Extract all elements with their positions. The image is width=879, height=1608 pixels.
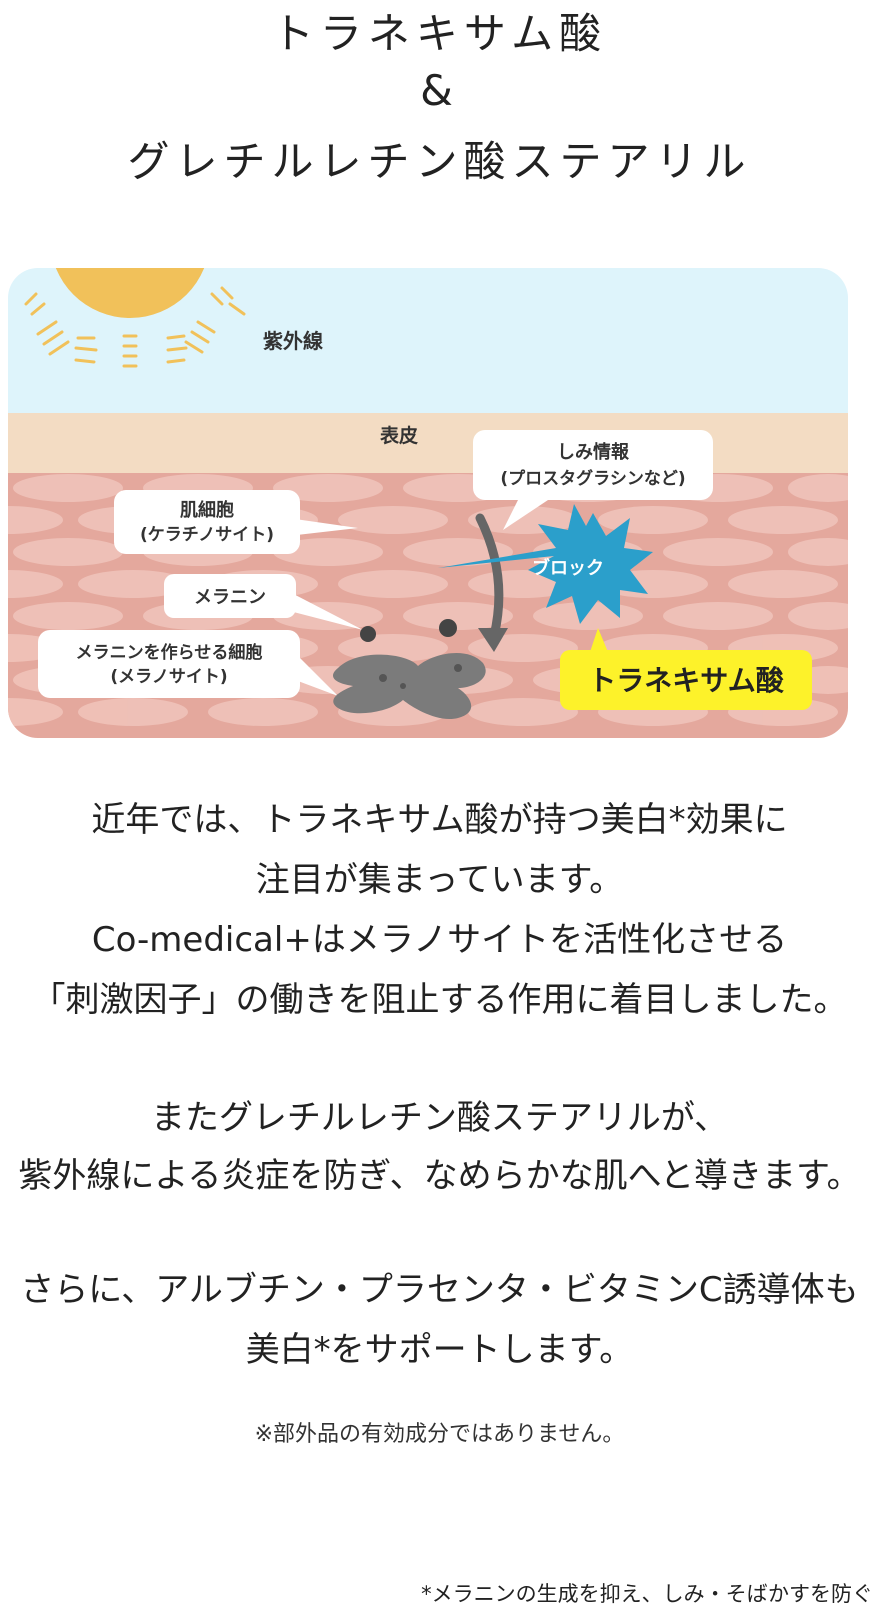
paragraph-1-line-1: 近年では、トラネキサム酸が持つ美白*効果に <box>91 800 788 840</box>
melanocyte-label: メラニンを作らせる細胞 <box>76 642 263 663</box>
epidermis-label: 表皮 <box>380 424 418 447</box>
sun-rays <box>24 286 246 368</box>
highlight-pointer <box>590 628 608 652</box>
melanin-callout: メラニン <box>164 574 363 630</box>
melanocyte-sublabel: (メラノサイト) <box>110 667 227 687</box>
keratinocyte-label: 肌細胞 <box>180 499 234 521</box>
mechanism-illustration: 紫外線 表皮 肌細胞 (ケラチノサイト) メラニン メラニンを作らせる細胞 (メ… <box>8 268 848 738</box>
tranexamic-label: トラネキサム酸 <box>588 664 784 697</box>
melanocyte-dot <box>379 674 387 682</box>
paragraph-2-line-2: 紫外線による炎症を防ぎ、なめらかな肌へと導きます。 <box>18 1156 861 1196</box>
quasi-drug-note: ※部外品の有効成分ではありません。 <box>254 1422 625 1447</box>
sun-icon <box>55 268 205 318</box>
melanocyte-callout: メラニンを作らせる細胞 (メラノサイト) <box>38 630 338 698</box>
keratinocyte-callout: 肌細胞 (ケラチノサイト) <box>114 490 358 554</box>
melanocyte-dot <box>400 683 406 689</box>
arrow-head-icon <box>478 628 508 652</box>
keratinocyte-sublabel: (ケラチノサイト) <box>140 525 274 545</box>
signal-arrow <box>475 513 504 641</box>
paragraph-3-line-1: さらに、アルブチン・プラセンタ・ビタミンC誘導体も <box>20 1270 859 1310</box>
paragraph-1-line-3: Co-medical+はメラノサイトを活性化させる <box>91 920 788 960</box>
paragraph-3-line-2: 美白*をサポートします。 <box>245 1330 634 1370</box>
footnote: *メラニンの生成を抑え、しみ・そばかすを防ぐ <box>421 1582 873 1606</box>
illustration-svg: 紫外線 表皮 肌細胞 (ケラチノサイト) メラニン メラニンを作らせる細胞 (メ… <box>8 268 848 738</box>
uv-label: 紫外線 <box>263 329 323 353</box>
epidermis-layer <box>8 413 848 473</box>
melanin-granule <box>360 626 376 642</box>
melanin-label: メラニン <box>194 587 266 608</box>
paragraph-2-line-1: またグレチルレチン酸ステアリルが、 <box>150 1098 729 1138</box>
melanocyte-dot <box>454 664 462 672</box>
block-burst-icon <box>438 504 653 624</box>
spot-info-label: しみ情報 <box>557 441 630 463</box>
melanin-granule <box>439 619 457 637</box>
tranexamic-highlight <box>560 650 812 710</box>
paragraph-1-line-2: 注目が集まっています。 <box>255 860 624 900</box>
block-label: ブロック <box>532 557 604 579</box>
paragraph-1-line-4: 「刺激因子」の働きを阻止する作用に着目しました。 <box>31 980 848 1020</box>
page-title-ampersand: & <box>420 66 459 115</box>
page-title-line-3: グレチルレチン酸ステアリル <box>127 137 752 186</box>
spot-info-callout: しみ情報 (プロスタグラシンなど) <box>473 430 713 530</box>
page-title-line-1: トラネキサム酸 <box>271 9 608 58</box>
spot-info-sublabel: (プロスタグラシンなど) <box>500 468 685 489</box>
melanocyte-cell <box>333 652 486 719</box>
